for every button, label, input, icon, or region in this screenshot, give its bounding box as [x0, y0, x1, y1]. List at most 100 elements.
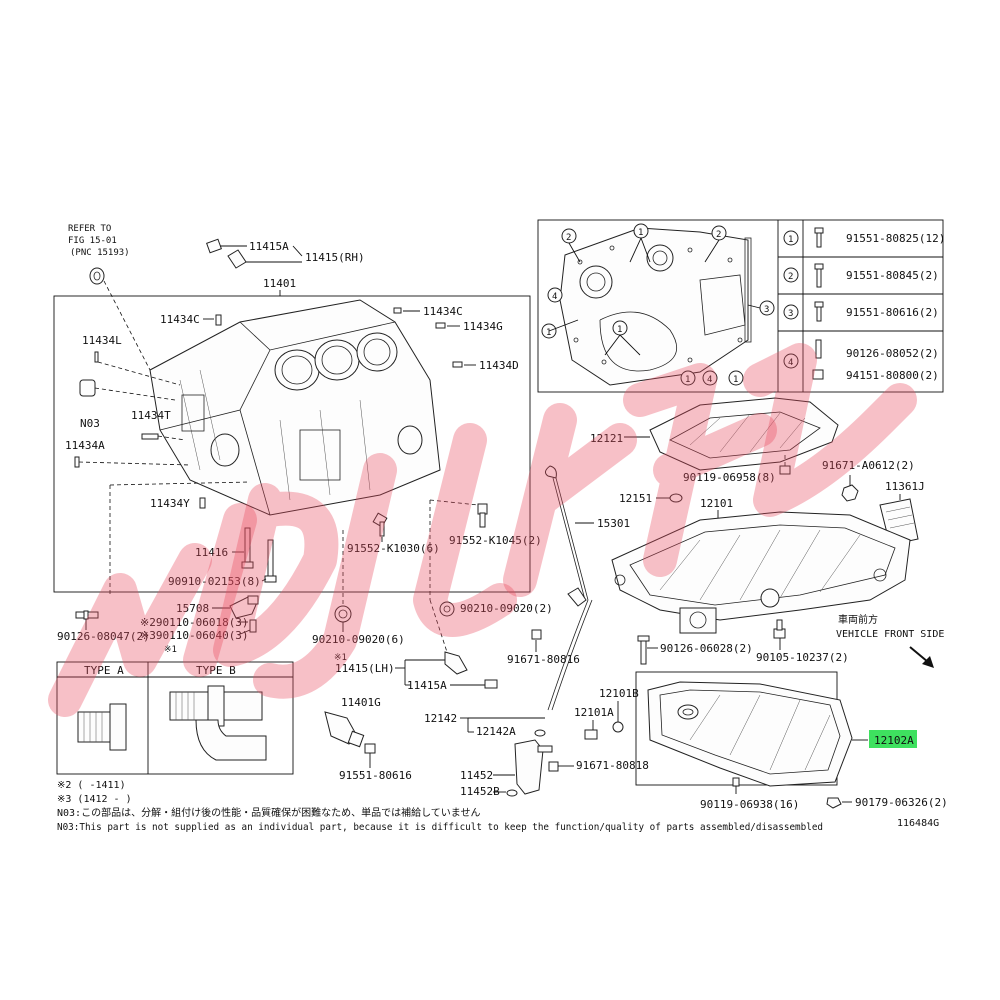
note-n03-en: N03:This part is not supplied as an indi… — [57, 822, 823, 833]
label-N03: N03 — [80, 417, 100, 430]
svg-text:※1: ※1 — [334, 653, 347, 663]
block-labels: 11434C 11434C 11434G 11434L 11434D N03 1… — [65, 305, 519, 595]
label-11416: 11416 — [195, 546, 228, 559]
front-en: VEHICLE FRONT SIDE — [836, 629, 944, 640]
svg-text:1: 1 — [733, 375, 738, 385]
label-91671-80818: 91671-80818 — [576, 759, 649, 772]
label-11415-rh: 11415(RH) — [305, 251, 365, 264]
label-11415A: 11415A — [249, 240, 289, 253]
table-row-1-num: 1 — [788, 235, 793, 245]
table-row-4-part: 90126-08052(2) — [846, 347, 939, 360]
label-90179-06326: 90179-06326(2) — [855, 796, 948, 809]
label-90105-10237: 90105-10237(2) — [756, 651, 849, 664]
label-91671-A0612: 91671-A0612(2) — [822, 459, 915, 472]
svg-text:2: 2 — [566, 233, 571, 243]
refer-line3: (PNC 15193) — [70, 248, 130, 258]
part-11415-lh: 11415(LH) ※1 11415A 11401G 91551-80616 — [324, 599, 498, 782]
front-jp: 車両前方 — [838, 613, 878, 626]
label-90126-08047: 90126-08047(2) — [57, 630, 150, 643]
figure-code: 116484G — [897, 818, 939, 829]
label-11452: 11452 — [460, 769, 493, 782]
part-90210-seals: 90210-09020(6) 90210-09020(2) — [312, 500, 553, 646]
watermark-logo — [48, 343, 917, 717]
label-91671-80816: 91671-80816 — [507, 653, 580, 666]
label-91551-80616: 91551-80616 — [339, 769, 412, 782]
vehicle-front-indicator: 車両前方 VEHICLE FRONT SIDE — [836, 613, 944, 668]
label-11434T: 11434T — [131, 409, 171, 422]
label-11434Y: 11434Y — [150, 497, 190, 510]
label-12151: 12151 — [619, 492, 652, 505]
label-11434L: 11434L — [82, 334, 122, 347]
label-12142: 12142 — [424, 712, 457, 725]
label-90910: 90910-02153(8) — [168, 575, 261, 588]
inset-panel: 2 1 2 4 3 1 1 1 4 1 1 91551-80825(12) 2 … — [537, 219, 945, 393]
block-fasteners: 11416 90910-02153(8) 91552-K1030(6) 9155… — [57, 499, 542, 643]
table-row-4-num: 4 — [788, 358, 793, 368]
baffle-12121: 12121 90119-06958(8) — [590, 397, 839, 484]
table-row-3-part: 91551-80616(2) — [846, 306, 939, 319]
label-390110: ※390110-06040(3) — [140, 629, 249, 642]
label-90119-06938: 90119-06938(16) — [700, 798, 799, 811]
dipstick-guide-12142: 91671-80816 12142 12142A — [424, 587, 593, 738]
refer-line2: FIG 15-01 — [68, 236, 117, 246]
label-12142A: 12142A — [476, 725, 516, 738]
oil-strainer-11452: 11452 11452B 91671-80818 — [460, 739, 649, 798]
svg-text:1: 1 — [617, 325, 622, 335]
label-12101A: 12101A — [574, 706, 614, 719]
label-11415A-lower: 11415A — [407, 679, 447, 692]
seal-ring-icon — [89, 267, 105, 285]
label-11434A: 11434A — [65, 439, 105, 452]
label-290110: ※290110-06018(3) — [140, 616, 249, 629]
type-b-label: TYPE B — [196, 664, 236, 677]
label-12101: 12101 — [700, 497, 733, 510]
label-11452B: 11452B — [460, 785, 500, 798]
type-box: ※1 TYPE A TYPE B — [56, 645, 294, 775]
label-90210-2: 90210-09020(2) — [460, 602, 553, 615]
type-a-label: TYPE A — [84, 664, 124, 677]
note-3: ※3 (1412 - ) — [57, 794, 132, 805]
label-11361J: 11361J — [885, 480, 925, 493]
table-row-4-part2: 94151-80800(2) — [846, 369, 939, 382]
type-mark: ※1 — [164, 645, 177, 655]
label-90210-6: 90210-09020(6) — [312, 633, 405, 646]
label-11415-lh: 11415(LH) — [335, 662, 395, 675]
svg-text:1: 1 — [685, 375, 690, 385]
label-12121: 12121 — [590, 432, 623, 445]
refer-note: REFER TO FIG 15-01 (PNC 15193) — [68, 224, 151, 371]
callout-markers: 2 1 2 4 3 1 1 1 4 1 — [541, 223, 775, 386]
pan-fasteners: 90126-06028(2) 90105-10237(2) — [637, 619, 849, 665]
timing-cover-icon — [559, 227, 752, 386]
drain-plug-12101B: 12101B 12101A — [574, 687, 639, 740]
footnotes: ※2 ( -1411) ※3 (1412 - ) N03:この部品は、分解・組付… — [57, 780, 939, 833]
label-12101B: 12101B — [599, 687, 639, 700]
refer-line1: REFER TO — [68, 224, 111, 234]
label-11401G: 11401G — [341, 696, 381, 709]
label-11434G: 11434G — [463, 320, 503, 333]
label-90126-06028: 90126-06028(2) — [660, 642, 753, 655]
table-row-2-num: 2 — [788, 272, 793, 282]
svg-text:3: 3 — [764, 305, 769, 315]
svg-text:4: 4 — [707, 375, 712, 385]
svg-text:2: 2 — [716, 230, 721, 240]
part-11415-rh: 11415A 11415(RH) — [206, 238, 365, 269]
oil-pan-upper-12101: 12101 — [611, 497, 911, 634]
label-11401: 11401 — [263, 277, 296, 290]
part-15708: 15708 ※290110-06018(3) ※390110-06040(3) — [140, 595, 259, 642]
label-15301: 15301 — [597, 517, 630, 530]
arrow-icon — [909, 646, 929, 663]
highlight-12102A — [869, 730, 917, 748]
table-row-2-part: 91551-80845(2) — [846, 269, 939, 282]
table-row-1-part: 91551-80825(12) — [846, 232, 945, 245]
label-15708: 15708 — [176, 602, 209, 615]
type-b-fitting-icon — [169, 685, 267, 761]
type-a-fitting-icon — [77, 703, 127, 751]
label-90119-06958: 90119-06958(8) — [683, 471, 776, 484]
dipstick-15301: 12151 15301 — [544, 465, 683, 601]
label-11434C-right: 11434C — [423, 305, 463, 318]
svg-text:1: 1 — [638, 228, 643, 238]
engine-block-frame — [53, 295, 531, 593]
oil-pan-lower-12102A: 12102A 90119-06938(16) 90179-06326(2) — [635, 671, 948, 811]
part-11361J: 91671-A0612(2) 11361J — [822, 459, 925, 546]
label-91552-K1030: 91552-K1030(6) — [347, 542, 440, 555]
